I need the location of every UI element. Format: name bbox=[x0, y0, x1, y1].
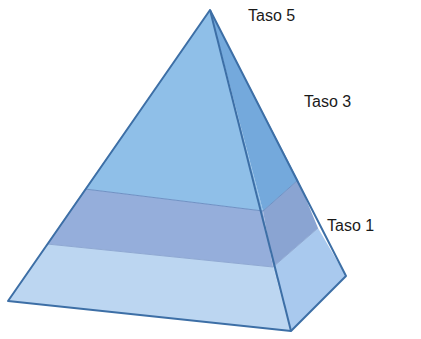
pyramid-outline bbox=[8, 10, 346, 331]
band-boundary bbox=[47, 228, 318, 267]
level-label: Taso 1 bbox=[327, 217, 374, 235]
band-boundary bbox=[85, 180, 298, 211]
level-label: Taso 5 bbox=[248, 7, 295, 25]
level-label: Taso 3 bbox=[304, 93, 351, 111]
pyramid-edge bbox=[210, 10, 291, 331]
